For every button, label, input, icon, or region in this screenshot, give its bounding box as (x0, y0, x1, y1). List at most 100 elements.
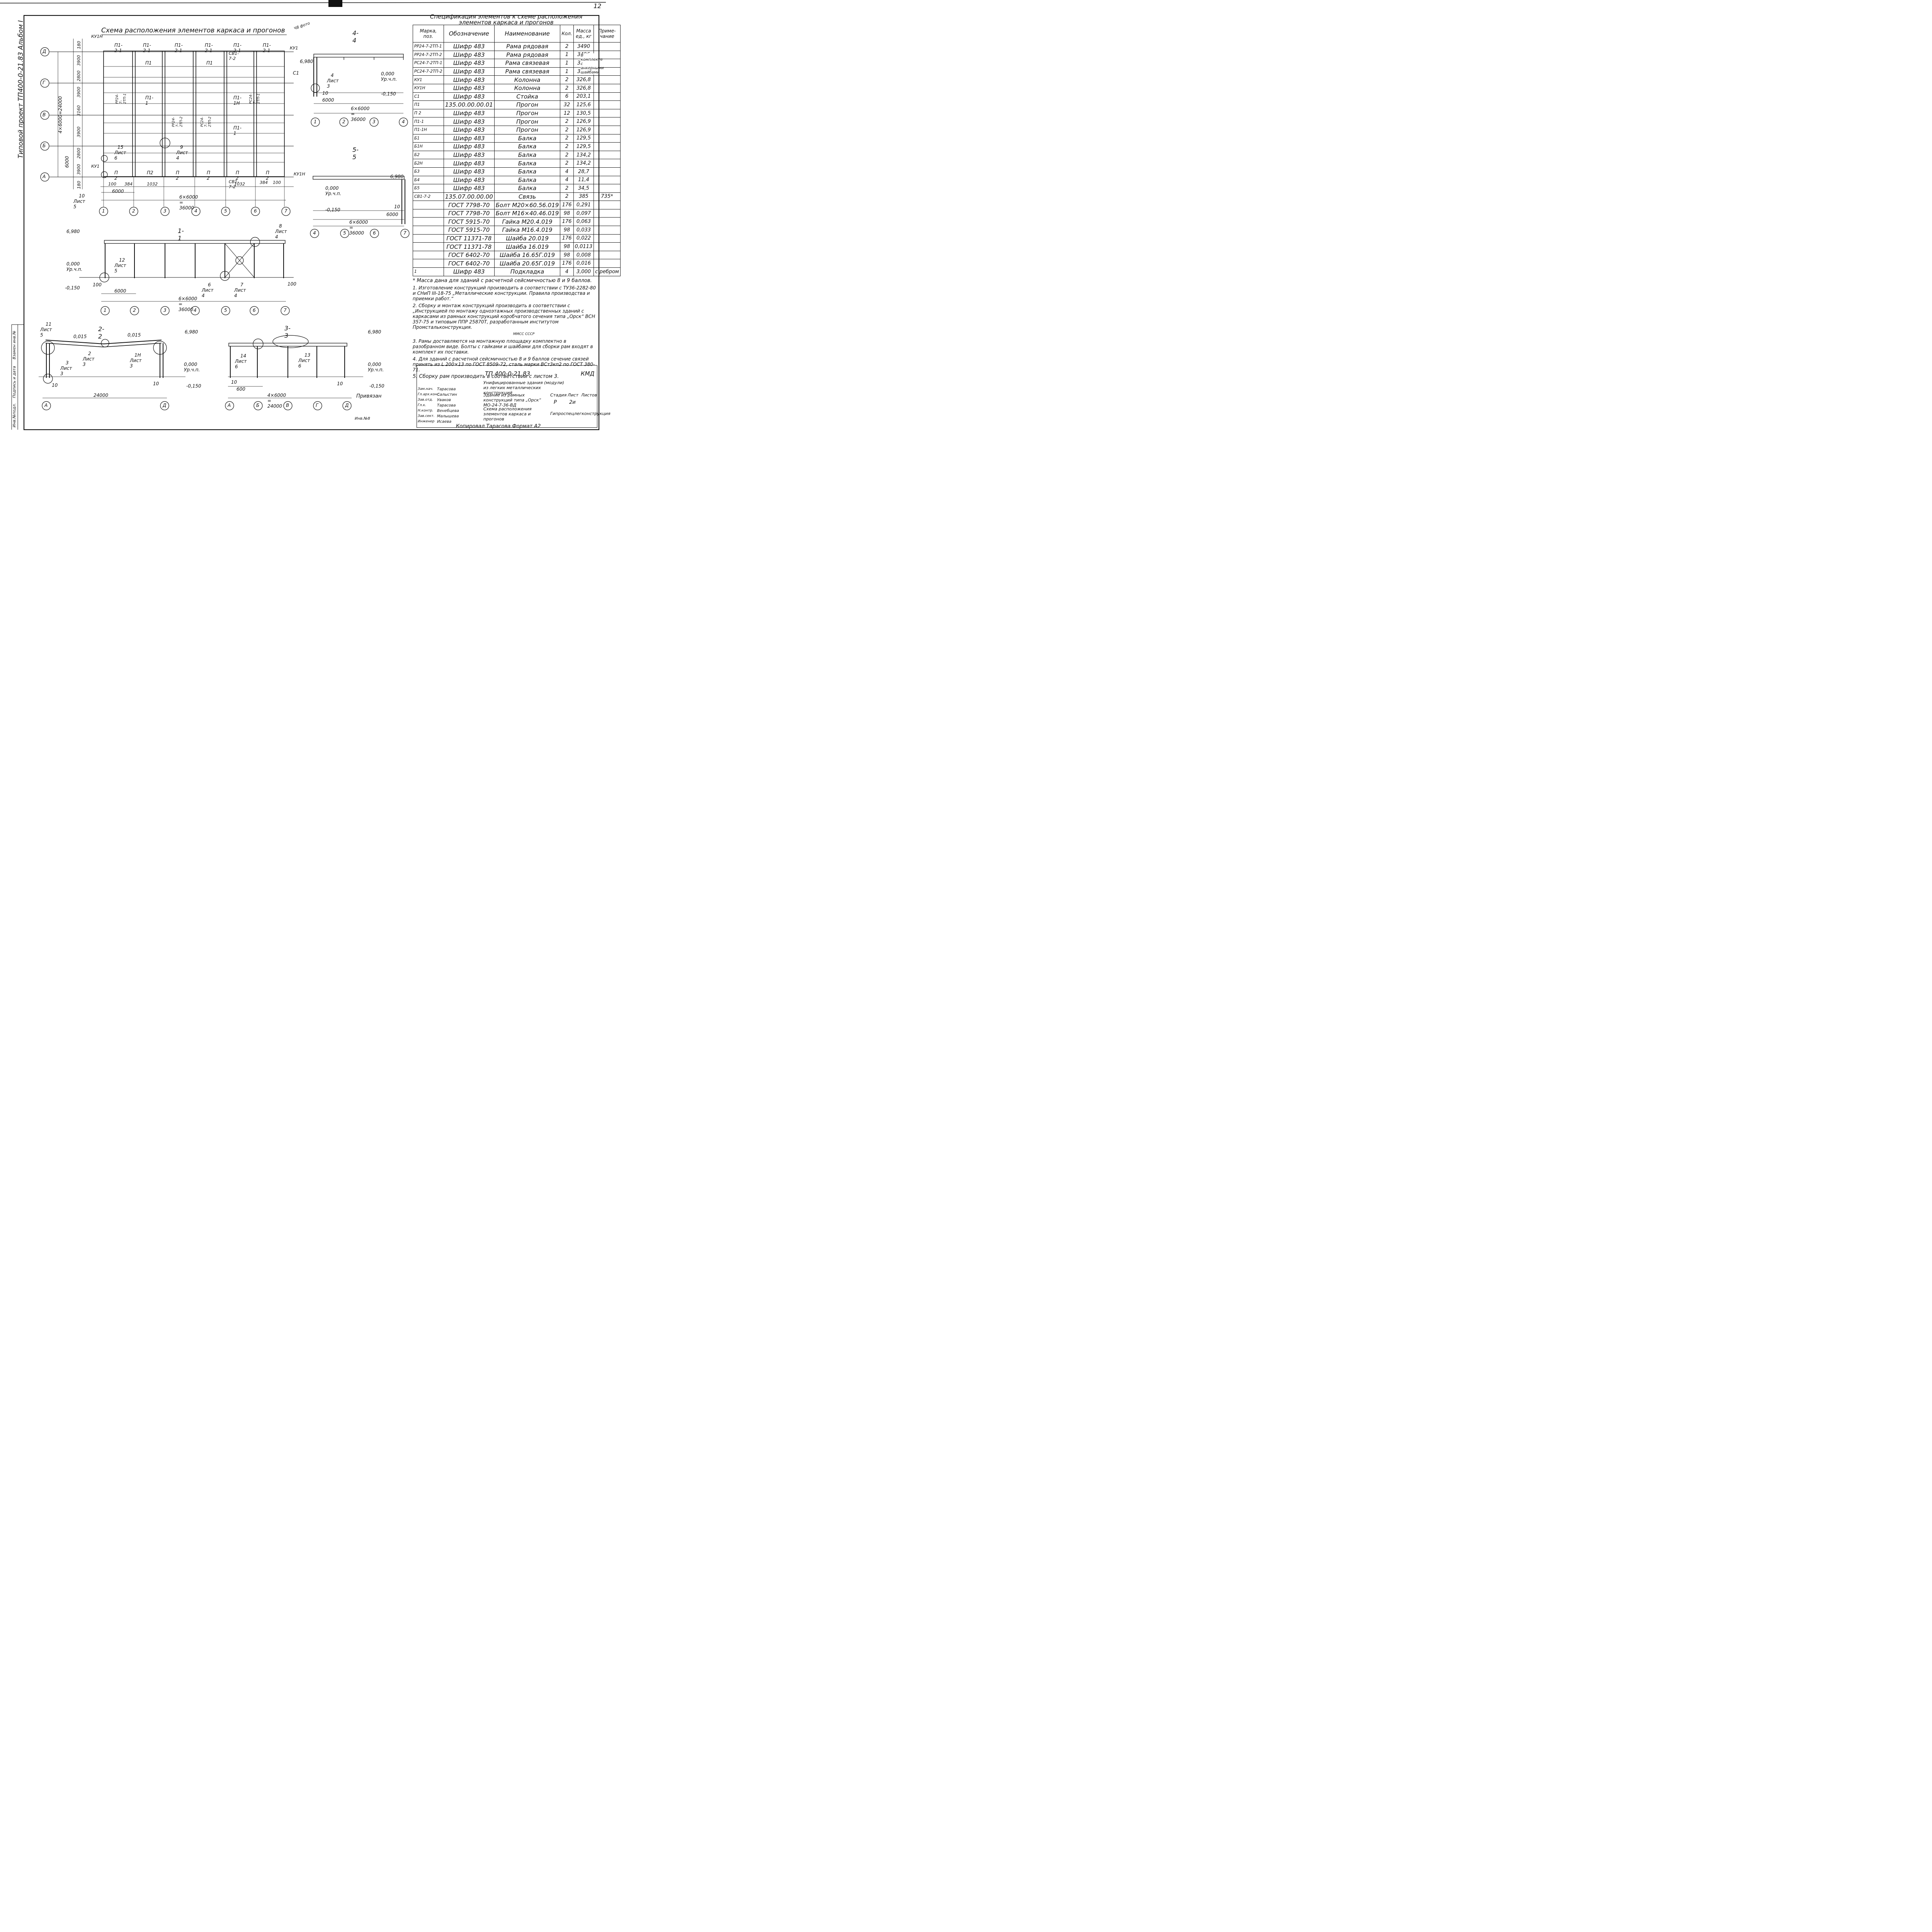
left-dim-4: 3900 (76, 87, 82, 98)
row-label-p1-1-b: П1-1 (233, 125, 242, 136)
spec-cell-qty: 2 (560, 184, 574, 193)
s22-callout-11-sheet: Лист 5 (40, 327, 52, 338)
spec-cell-note: с ребром (594, 267, 621, 276)
left-dim-8: 3900 (76, 164, 82, 175)
plan-row-bubbles (40, 47, 49, 182)
s55-dim: 6000 (386, 212, 398, 217)
stamp-name-0: Тарасова (437, 387, 456, 391)
stamp-role-0: Зам.нач. (418, 387, 434, 391)
bottom-label-1: П 2 (114, 170, 118, 181)
bottom-label-3: П 2 (176, 170, 180, 181)
row-label-p1-a: П1 (145, 60, 152, 66)
spec-cell-code: 135.07.00.00.00 (443, 192, 495, 201)
s44-axis-3: 3 (372, 119, 376, 124)
spec-cell-mark: П1-1Н (413, 125, 444, 134)
spec-cell-mark (413, 234, 444, 243)
s11-axis-6: 6 (253, 308, 256, 313)
spec-cell-note (594, 175, 621, 185)
s33-dim10-a: 10 (231, 379, 237, 385)
spec-cell-qty: 2 (560, 142, 574, 151)
s22-total: 24000 (94, 393, 109, 398)
bracing-top: СВ1-7-2 (229, 51, 239, 61)
callout-10: 10 (79, 193, 85, 199)
spec-cell-name: Прогон (494, 109, 561, 118)
s55-axis-7: 7 (403, 230, 406, 236)
plan-axis-cols (103, 177, 285, 207)
spec-cell-code: ГОСТ 7798-70 (443, 201, 495, 209)
stamp-sheet-h: Лист (568, 393, 578, 398)
s55-zero: 0,000 (325, 185, 339, 191)
s33-axis-A: А (228, 403, 231, 408)
spec-cell-name: Рама связевая (494, 67, 561, 76)
top-label-1: П1-2-1 (114, 43, 122, 53)
row-label-p1-1-a: П1-1 (145, 95, 153, 106)
spec-cell-qty: 176 (560, 259, 574, 268)
s44-callout: 4 (331, 73, 334, 78)
frame-label-4: РС24-7-2ТП-1 (249, 93, 261, 104)
plan-outline (103, 51, 285, 177)
stamp-bound: Привязан (356, 393, 382, 399)
section-5-5 (310, 176, 410, 238)
s11-callout-7-sheet: Лист 4 (234, 287, 246, 298)
s22-dim10-a: 10 (52, 383, 58, 388)
spec-cell-mass: 3,000 (573, 267, 594, 276)
col-axis-4: 4 (194, 208, 197, 214)
stamp-role-2: Зав.отд. (418, 398, 433, 402)
top-label-2: П1-2-1 (143, 43, 151, 53)
spec-cell-qty: 98 (560, 226, 574, 235)
spec-cell-note (594, 159, 621, 168)
spec-cell-name: Балка (494, 184, 561, 193)
plan-detail-circle-15 (101, 155, 108, 162)
s44-elev: 6,980 (300, 59, 313, 64)
stamp-project: Унифицированные здания (модули) из легки… (483, 380, 565, 395)
spec-cell-mark: П1 (413, 100, 444, 109)
spec-cell-mark (413, 250, 444, 260)
s22-axis-D: Д (163, 403, 167, 408)
s11-title: 1-1 (178, 227, 184, 242)
spec-title-line1: Спецификация элементов к схеме расположе… (430, 13, 583, 20)
frame-label-3: РС24-7-2ТП-2 (200, 116, 212, 127)
bottom-dim-4: 1032 (234, 182, 245, 187)
spec-cell-code: Шифр 483 (443, 59, 495, 68)
spec-cell-mass: 385 (573, 192, 594, 201)
stamp-name-1: Салыстин (437, 393, 457, 397)
bottom-label-4: П 2 (207, 170, 211, 181)
spec-cell-name: Рама связевая (494, 59, 561, 68)
s33-axis-B: Б (256, 403, 260, 408)
corner-label-ku1n-top: КУ1Н (91, 34, 103, 39)
spec-cell-name: Колонна (494, 75, 561, 84)
spec-cell-qty: 176 (560, 201, 574, 209)
col-axis-1: 1 (102, 208, 105, 214)
spec-cell-mass: 28,7 (573, 167, 594, 176)
spec-cell-qty: 2 (560, 75, 574, 84)
spec-cell-mark: РС24-7-2ТП-1 (413, 59, 444, 68)
spec-cell-qty: 98 (560, 250, 574, 260)
s44-dim10: 10 (322, 90, 328, 96)
spec-cell-qty: 4 (560, 175, 574, 185)
s11-axis-7: 7 (284, 308, 287, 313)
s11-callout-6: 6 (208, 282, 211, 287)
plan-detail-circle-10 (101, 171, 108, 178)
s11-below: -0,150 (65, 285, 80, 291)
spec-cell-code: ГОСТ 11371-78 (443, 234, 495, 243)
s44-axis-1: 1 (314, 119, 317, 124)
s33-dim10-b: 10 (337, 381, 343, 386)
stamp-role-3: Гл.к. (418, 403, 426, 407)
row-label-c1: С1 (293, 70, 299, 76)
s22-callout-3: 3 (66, 360, 69, 366)
spec-cell-mark: Б1 (413, 134, 444, 143)
stamp-inv: Инв.№8 (355, 417, 370, 421)
spec-cell-qty: 32 (560, 100, 574, 109)
s33-callout-13-sheet: Лист 6 (298, 358, 310, 369)
spec-cell-note (594, 150, 621, 160)
spec-cell-name: Балка (494, 175, 561, 185)
s33-dim600: 600 (236, 386, 245, 392)
top-label-3: П1-2-1 (175, 43, 183, 53)
note-5: 5. Сборку рам производить в соответствии… (413, 374, 559, 379)
row-label-p1-1n: П1-1Н (233, 95, 242, 106)
side-dim-b: 6000 (64, 156, 70, 168)
